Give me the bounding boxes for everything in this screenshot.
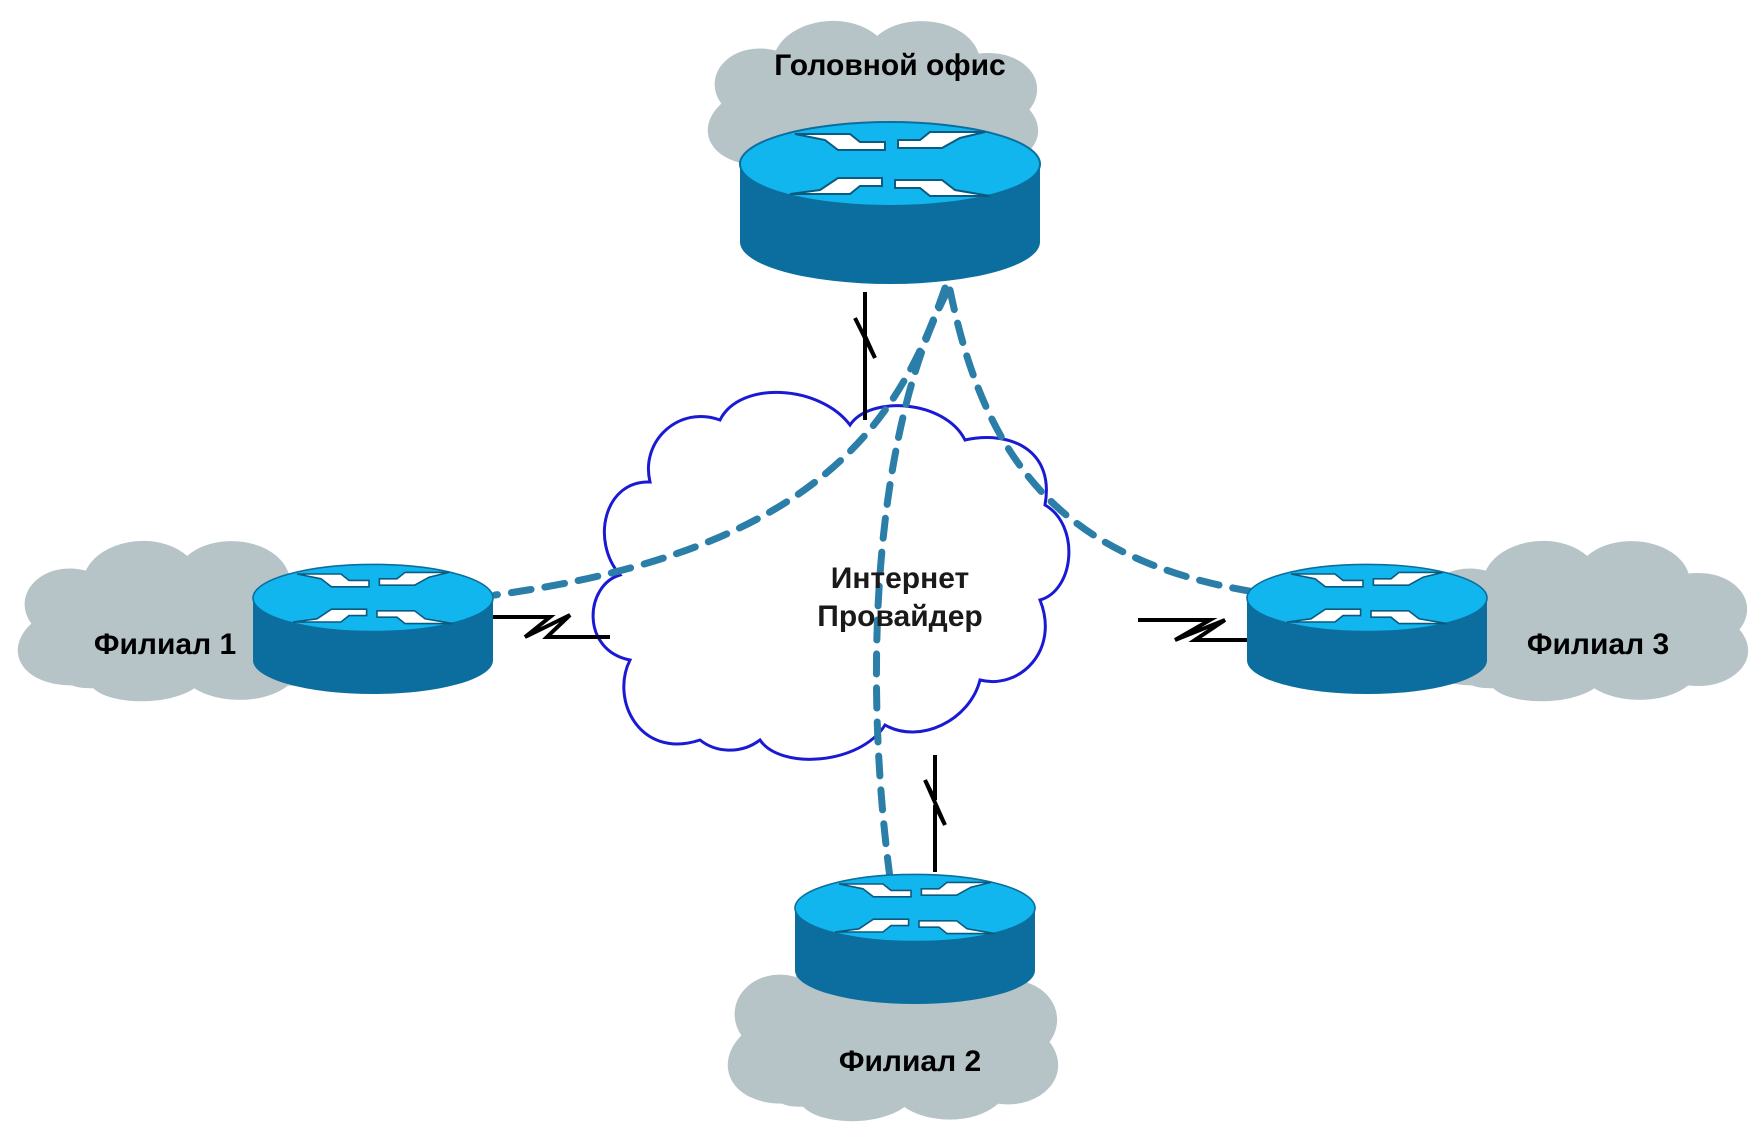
router-branch-3 xyxy=(1246,563,1488,695)
branch-3-label: Филиал 3 xyxy=(1527,628,1669,661)
isp-cloud xyxy=(591,391,1071,761)
wan-link-branch-1 xyxy=(493,613,610,639)
router-branch-2 xyxy=(794,873,1036,1005)
wan-link-branch-3 xyxy=(1138,618,1252,642)
router-branch-1 xyxy=(252,563,494,695)
router-icon xyxy=(252,563,494,695)
tunnel-head-office-branch-2 xyxy=(872,286,952,882)
isp-label-line1: Интернет xyxy=(831,562,970,595)
branch-1-label: Филиал 1 xyxy=(94,628,236,661)
vpn-tunnels xyxy=(491,284,1259,882)
tunnel-head-office-branch-3 xyxy=(946,286,1259,596)
router-icon xyxy=(794,873,1036,1005)
router-icon xyxy=(739,121,1041,285)
isp-label-line2: Провайдер xyxy=(817,600,982,633)
head-office-label: Головной офис xyxy=(774,49,1005,82)
tunnel-head-office-branch-1 xyxy=(491,284,949,599)
router-head-office xyxy=(739,121,1041,285)
branch-2-label: Филиал 2 xyxy=(839,1045,981,1078)
wan-link-branch-2 xyxy=(923,755,947,872)
router-icon xyxy=(1246,563,1488,695)
wan-link-head-office xyxy=(853,292,877,420)
wan-links xyxy=(493,292,1252,872)
